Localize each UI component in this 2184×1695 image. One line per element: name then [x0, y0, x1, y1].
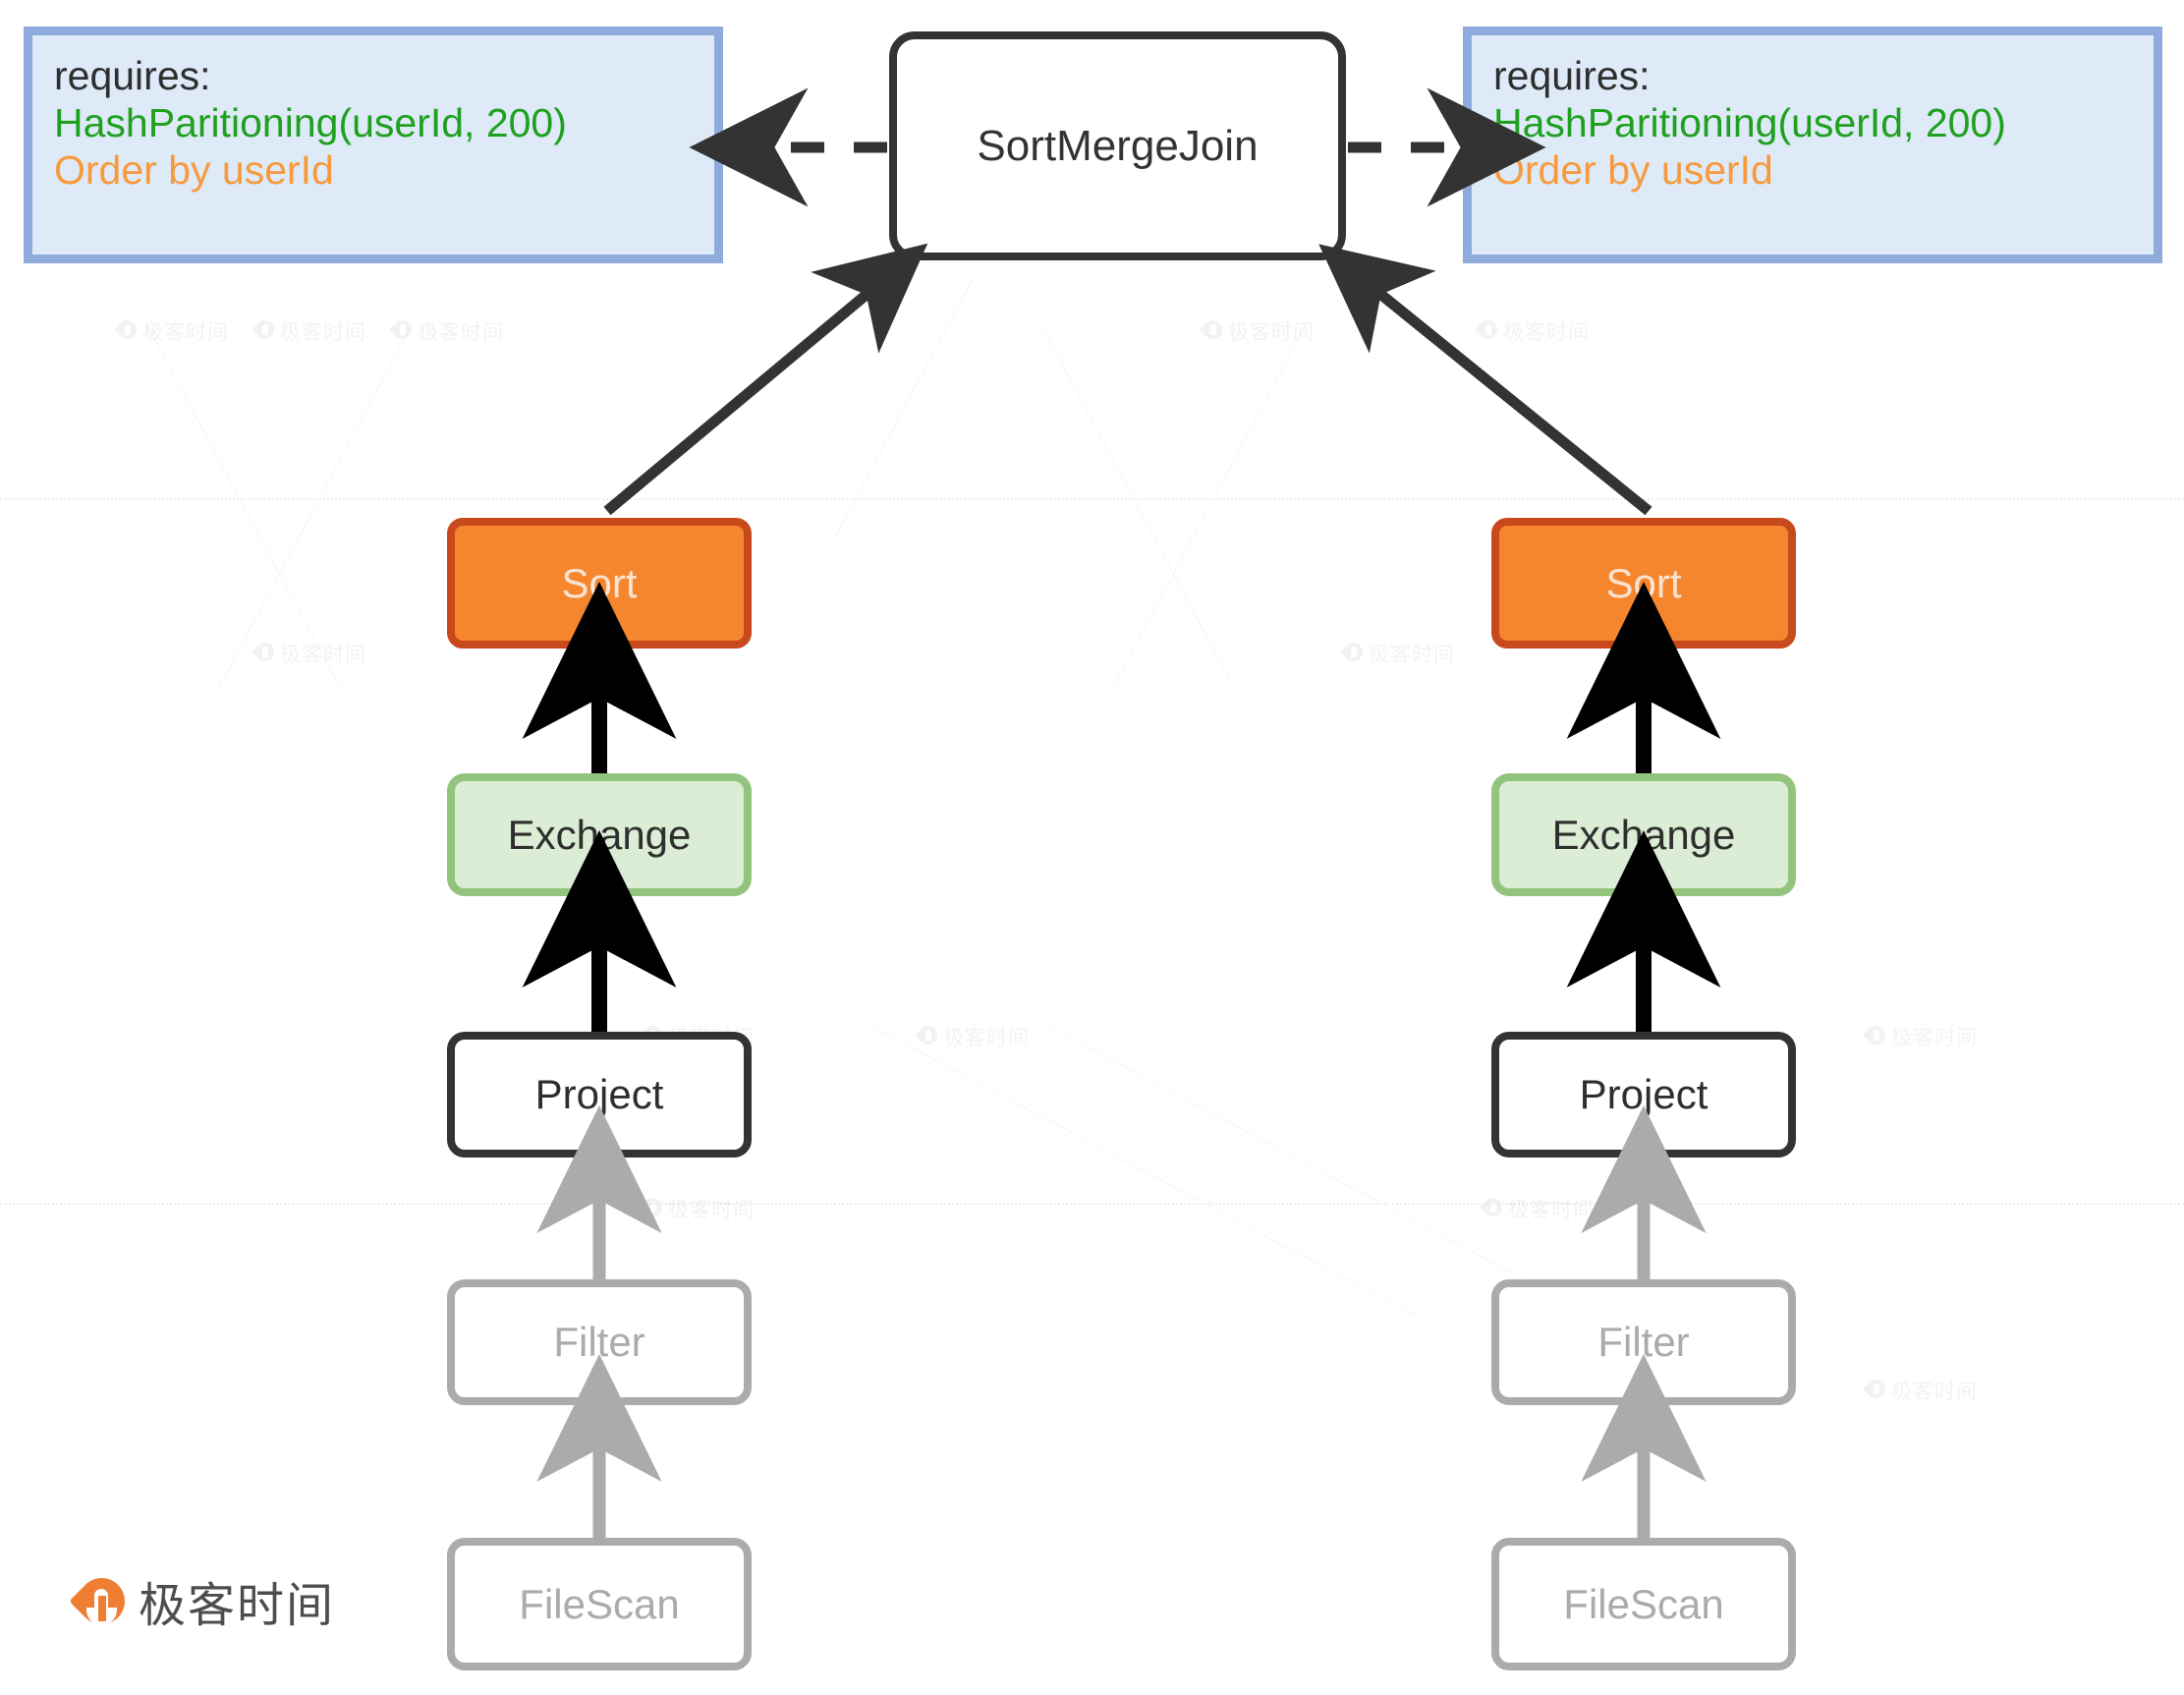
brand-pin-icon: [1484, 1198, 1502, 1220]
node-label: Exchange: [1551, 811, 1736, 858]
requires-partitioning: HashParitioning(userId, 200): [1493, 99, 2006, 145]
watermark: 极客时间: [118, 316, 229, 346]
watermark: 极客时间: [919, 1022, 1030, 1051]
watermark: 极客时间: [1204, 316, 1315, 346]
node-label: Filter: [1597, 1319, 1690, 1365]
decor-line: [1111, 323, 1307, 689]
watermark: 极客时间: [1867, 1376, 1978, 1405]
brand-pin-icon: [919, 1026, 937, 1048]
node-right-filescan[interactable]: FileScan: [1491, 1538, 1796, 1670]
decor-line: [833, 279, 973, 540]
watermark: 极客时间: [1479, 316, 1590, 346]
brand-pin-icon: [255, 643, 274, 665]
node-label: Project: [1579, 1071, 1708, 1117]
brand-pin-icon: [255, 320, 274, 343]
requires-ordering: Order by userId: [54, 146, 334, 193]
grid-line: [0, 1203, 2184, 1205]
node-label: Sort: [1605, 559, 1682, 606]
watermark: 极客时间: [644, 1194, 755, 1223]
node-label: FileScan: [519, 1580, 680, 1627]
watermark: 极客时间: [393, 316, 504, 346]
node-label: Exchange: [507, 811, 692, 858]
watermark-text: 极客时间: [418, 320, 504, 344]
node-label: Project: [534, 1071, 664, 1117]
brand-name: 极客时间: [139, 1578, 336, 1633]
node-sortmergejoin[interactable]: SortMergeJoin: [889, 31, 1346, 260]
watermark-text: 极客时间: [1503, 320, 1590, 344]
watermark-text: 极客时间: [1228, 320, 1315, 344]
node-label: FileScan: [1563, 1580, 1724, 1627]
node-right-project[interactable]: Project: [1491, 1032, 1796, 1158]
node-left-exchange[interactable]: Exchange: [447, 773, 752, 896]
brand-pin-icon: [1479, 320, 1497, 343]
node-left-project[interactable]: Project: [447, 1032, 752, 1158]
requires-ordering: Order by userId: [1493, 146, 1773, 193]
brand-pin-icon: [1204, 320, 1222, 343]
brand-pin-icon: [118, 320, 137, 343]
watermark-text: 极客时间: [943, 1026, 1030, 1049]
arrow-right-sort-to-smj: [1318, 244, 1652, 516]
watermark-text: 极客时间: [280, 643, 366, 666]
decor-line: [864, 1022, 1421, 1319]
brand-logo: 极客时间: [69, 1568, 336, 1634]
node-right-filter[interactable]: Filter: [1491, 1279, 1796, 1405]
requires-title: requires:: [54, 53, 211, 98]
grid-line: [0, 498, 2184, 500]
brand-pin-icon: [1344, 643, 1363, 665]
watermark-text: 极客时间: [1891, 1026, 1978, 1049]
watermark-text: 极客时间: [1891, 1380, 1978, 1403]
watermark-text: 极客时间: [280, 320, 366, 344]
watermark: 极客时间: [1484, 1194, 1595, 1223]
node-label: Filter: [553, 1319, 645, 1365]
requires-callout-left: requires: HashParitioning(userId, 200) O…: [24, 27, 723, 263]
decor-line: [146, 324, 342, 690]
requires-callout-right: requires: HashParitioning(userId, 200) O…: [1463, 27, 2162, 263]
requires-partitioning: HashParitioning(userId, 200): [54, 99, 567, 145]
brand-pin-icon: [1867, 1026, 1885, 1048]
node-label: Sort: [561, 559, 638, 606]
requires-title: requires:: [1493, 53, 1651, 98]
node-left-filter[interactable]: Filter: [447, 1279, 752, 1405]
brand-pin-icon: [644, 1198, 662, 1220]
node-right-sort[interactable]: Sort: [1491, 518, 1796, 649]
watermark: 极客时间: [255, 639, 366, 668]
watermark: 极客时间: [1344, 639, 1455, 668]
brand-pin-icon: [393, 320, 412, 343]
decor-line: [217, 323, 413, 689]
arrow-left-sort-to-smj: [603, 243, 928, 516]
watermark-text: 极客时间: [142, 320, 229, 344]
node-label: SortMergeJoin: [977, 121, 1259, 170]
node-left-sort[interactable]: Sort: [447, 518, 752, 649]
brand-pin-icon: [69, 1568, 135, 1634]
watermark-text: 极客时间: [1508, 1198, 1595, 1221]
watermark: 极客时间: [1867, 1022, 1978, 1051]
node-right-exchange[interactable]: Exchange: [1491, 773, 1796, 896]
decor-line: [1040, 324, 1236, 690]
watermark-text: 极客时间: [1369, 643, 1455, 666]
watermark: 极客时间: [255, 316, 366, 346]
brand-pin-icon: [1867, 1380, 1885, 1402]
node-left-filescan[interactable]: FileScan: [447, 1538, 752, 1670]
watermark-text: 极客时间: [668, 1198, 755, 1221]
